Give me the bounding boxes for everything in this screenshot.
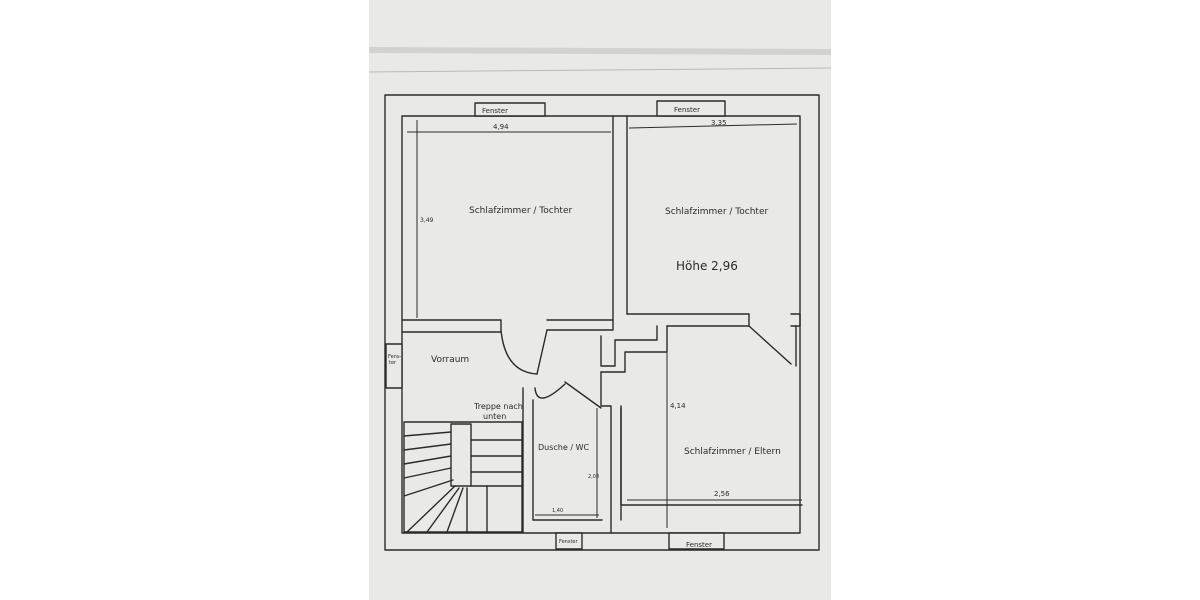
door-bath: [564, 381, 602, 409]
wall-room1-bottom-right: [546, 319, 614, 331]
label-stairs: Treppe nach: [473, 402, 523, 411]
door-room1: [536, 329, 548, 375]
window-left: [385, 343, 403, 389]
label-fenster: Fenster: [674, 106, 700, 114]
label-room: Schlafzimmer / Tochter: [665, 207, 768, 217]
label-room: Schlafzimmer / Tochter: [469, 206, 572, 216]
label-fenster: Fenster: [559, 539, 578, 545]
door-bath-swing: [534, 383, 566, 399]
outer-wall-inner: [401, 115, 801, 534]
paper-fold: [369, 47, 831, 55]
dim-label-room2-width: 3,35: [711, 119, 727, 127]
label-fenster: Fenster: [686, 541, 712, 549]
floor-plan-drawing: Fenster Fenster Fens- ter Fenster Fenste…: [369, 47, 831, 551]
stair-step: [426, 487, 460, 533]
dim-label-room3-height: 4,14: [670, 402, 686, 410]
label-fenster: Fens-: [388, 354, 401, 360]
paper-edge-line: [369, 67, 831, 73]
dim-line-room2-width: [628, 123, 798, 129]
stair-step: [403, 431, 452, 437]
window-bottom-left: [555, 532, 583, 550]
label-ceiling-height: Höhe 2,96: [676, 259, 738, 273]
label-fenster: ter: [389, 360, 397, 366]
stair-step: [403, 455, 452, 465]
label-stairs: unten: [483, 412, 506, 421]
window-top-left: [474, 102, 546, 117]
window-top-right: [656, 100, 726, 117]
wall-room2-bottom-right: [790, 313, 801, 327]
stair-step: [403, 479, 454, 497]
dim-label-room3-width: 2,56: [714, 490, 730, 498]
dim-label-room1-width: 4,94: [493, 123, 509, 131]
label-fenster: Fenster: [482, 107, 508, 115]
stair-step: [403, 467, 452, 479]
outer-wall-outer: [384, 94, 820, 551]
stair-step: [446, 487, 464, 533]
dim-label-bath-width: 1,40: [552, 508, 563, 514]
wall-bath-right: [600, 371, 612, 533]
door-room1-swing: [500, 329, 538, 375]
window-bottom-right: [668, 532, 725, 550]
stair-well: [450, 423, 472, 487]
stair-step: [406, 485, 456, 533]
dim-label-bath-height: 2,08: [588, 474, 599, 480]
label-vorraum: Vorraum: [431, 355, 469, 365]
floor-plan-sheet: Fenster Fenster Fens- ter Fenster Fenste…: [369, 0, 831, 600]
wall-room3: [620, 407, 803, 506]
wall-room2-bottom: [626, 313, 750, 327]
wall-corridor-step: [600, 325, 658, 367]
dim-label-room1-height: 3,49: [420, 217, 434, 224]
staircase: [403, 421, 523, 533]
stair-step: [403, 443, 452, 451]
door-room3: [748, 325, 792, 365]
label-bathroom: Dusche / WC: [538, 443, 589, 452]
label-room: Schlafzimmer / Eltern: [684, 447, 781, 457]
wall-room1-bottom-left: [401, 319, 502, 331]
